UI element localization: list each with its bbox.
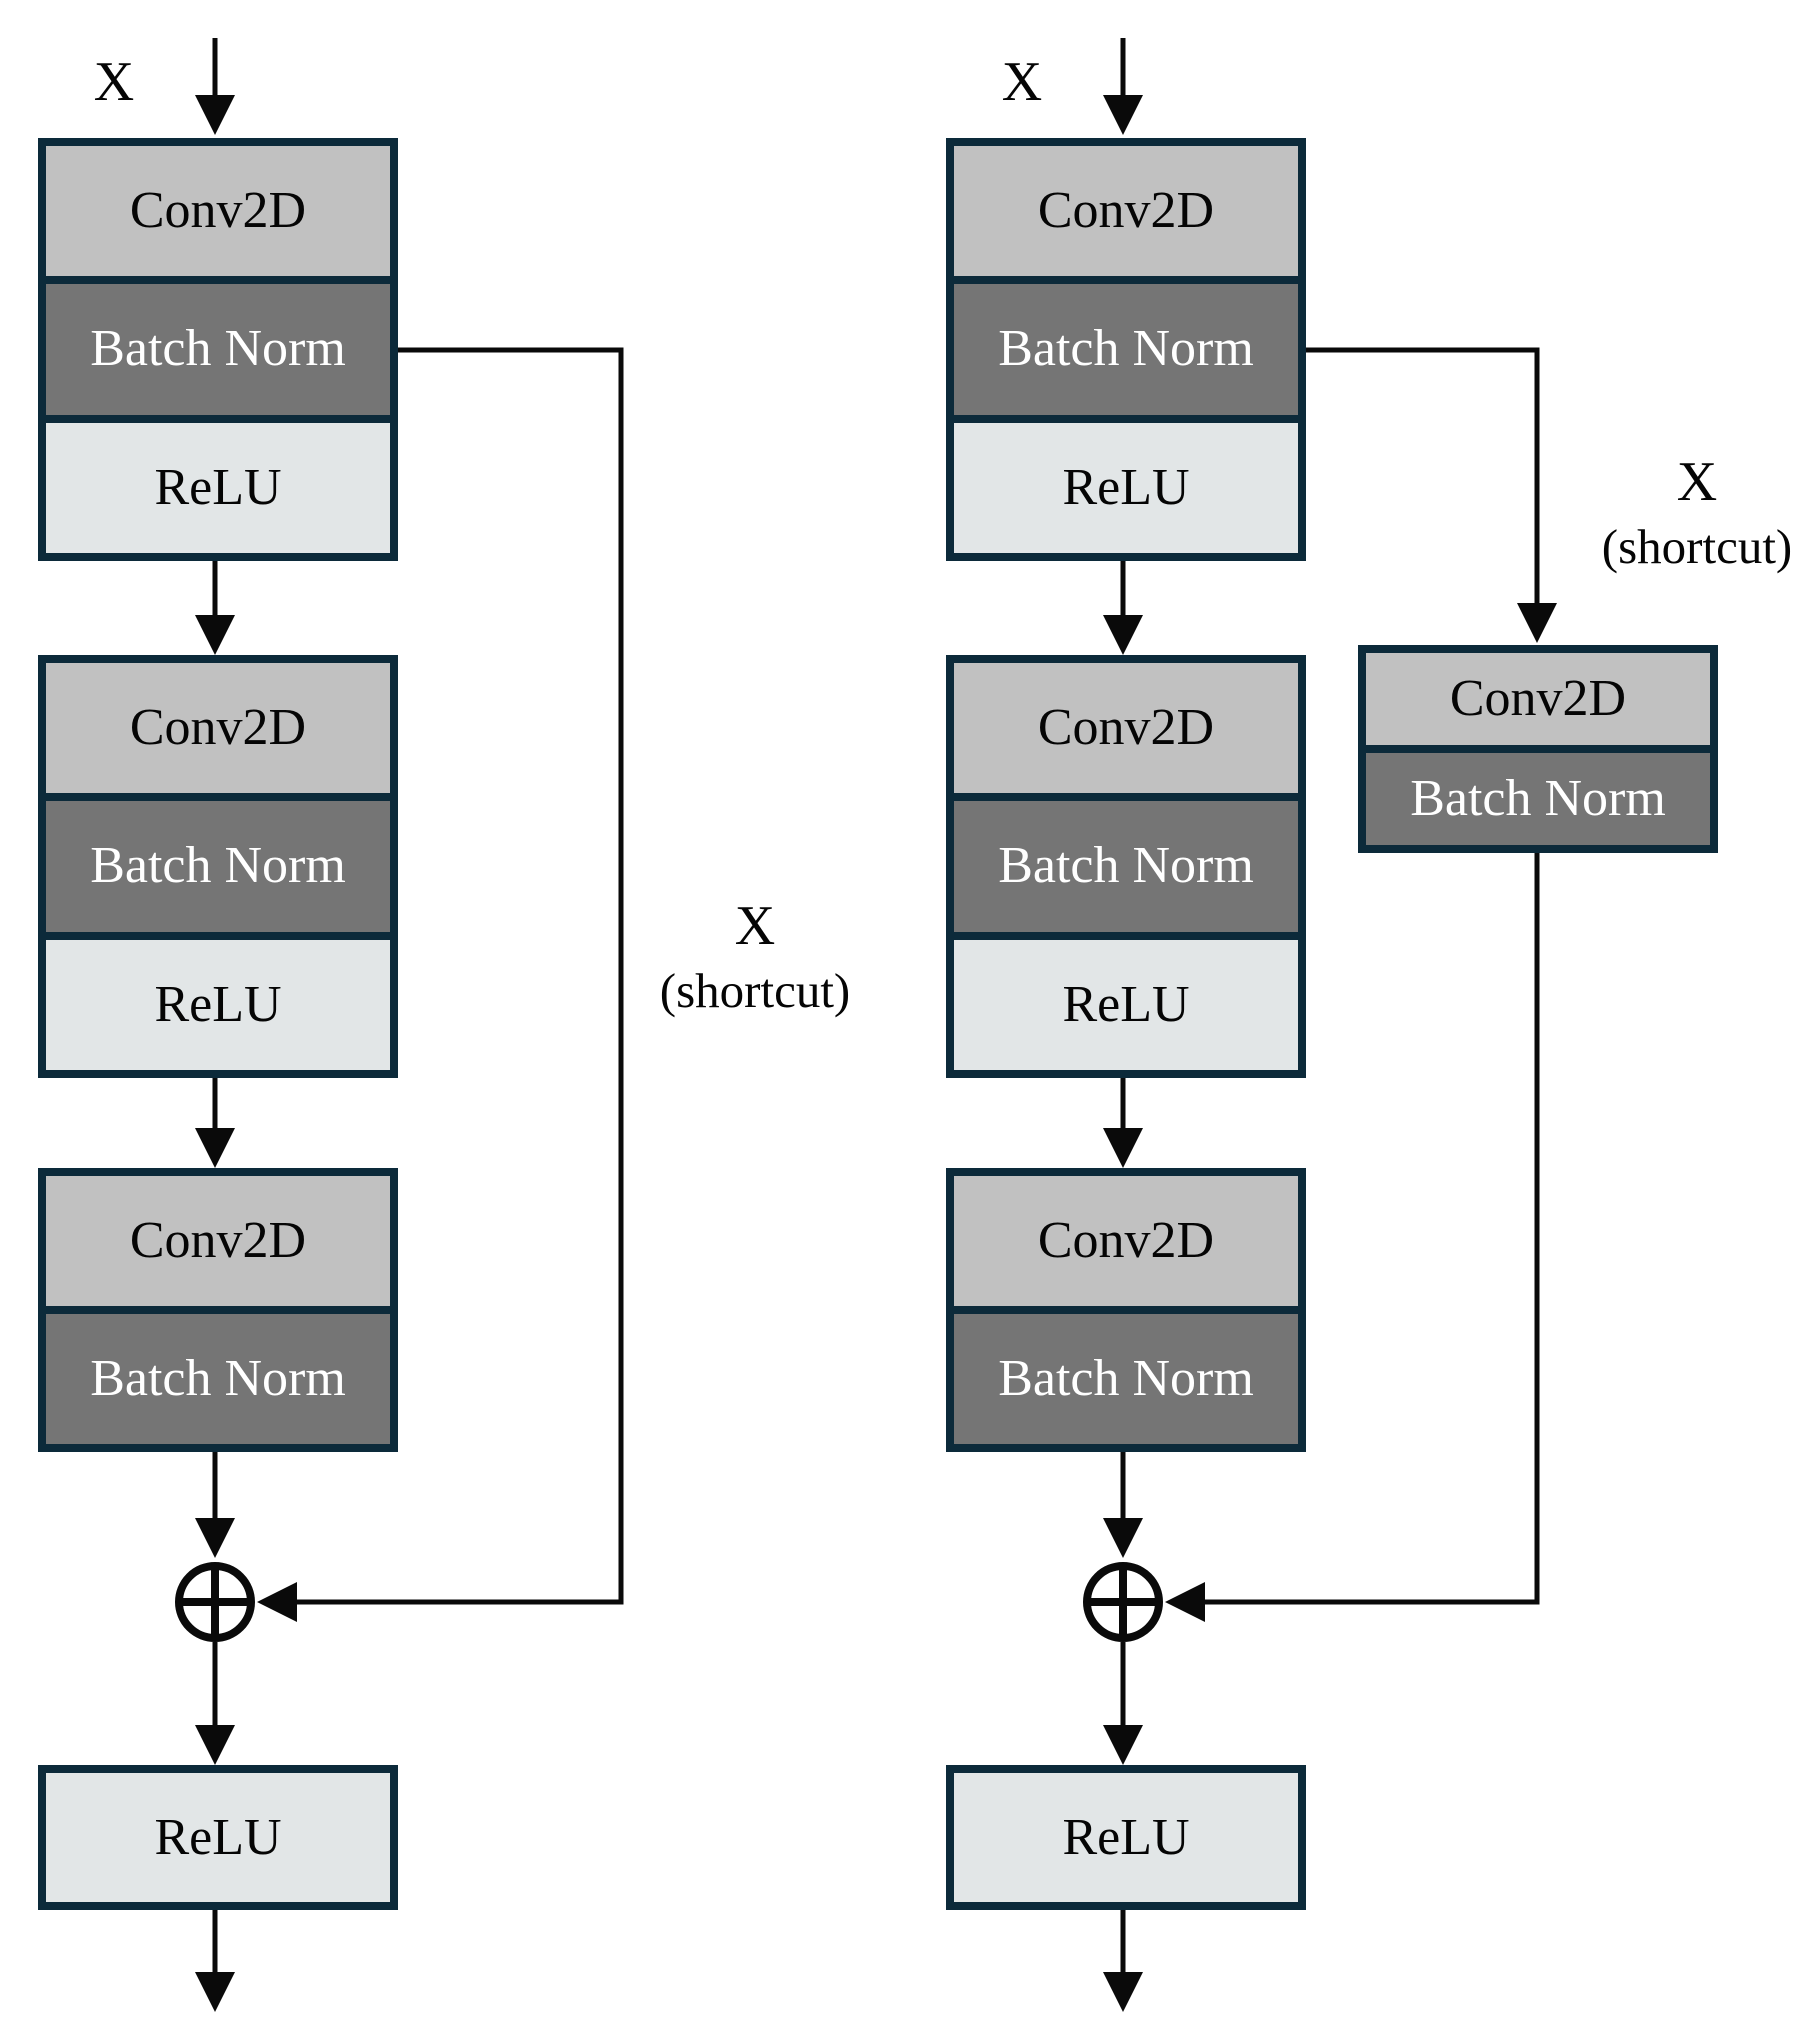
right-stack-1: Conv2D Batch Norm ReLU [946, 138, 1306, 561]
right-shortcut-wire-upper [1306, 347, 1557, 643]
block-label: ReLU [154, 975, 282, 1033]
left-stack-2: Conv2D Batch Norm ReLU [38, 655, 398, 1078]
conv2d-block: Conv2D [954, 1176, 1298, 1306]
relu-block: ReLU [954, 939, 1298, 1070]
block-label: Conv2D [1037, 182, 1215, 240]
conv2d-block: Conv2D [954, 663, 1298, 794]
right-shortcut-label-text: (shortcut) [1601, 519, 1793, 574]
block-label: Batch Norm [998, 1350, 1254, 1407]
block-label: Conv2D [1449, 670, 1627, 727]
block-label: Batch Norm [998, 320, 1254, 378]
relu-block: ReLU [954, 422, 1298, 553]
left-shortcut-wire [257, 347, 624, 1622]
conv2d-block: Conv2D [1366, 653, 1710, 745]
conv2d-block: Conv2D [954, 146, 1298, 277]
block-label: Batch Norm [90, 320, 346, 378]
block-label: ReLU [154, 458, 282, 516]
left-shortcut-label: X (shortcut) [650, 894, 860, 1024]
block-label: Batch Norm [998, 837, 1254, 895]
left-output-block: ReLU [38, 1765, 398, 1910]
conv2d-block: Conv2D [46, 663, 390, 794]
block-label: Batch Norm [90, 837, 346, 895]
left-stack-3: Conv2D Batch Norm [38, 1168, 398, 1452]
block-label: Conv2D [1037, 699, 1215, 757]
block-label: Conv2D [129, 699, 307, 757]
right-shortcut-wire-lower [1165, 853, 1540, 1622]
left-shortcut-label-text: (shortcut) [659, 963, 851, 1018]
batch-norm-block: Batch Norm [954, 801, 1298, 932]
block-label: ReLU [154, 1808, 282, 1866]
right-stack-3: Conv2D Batch Norm [946, 1168, 1306, 1452]
right-input-label: X [972, 48, 1072, 116]
batch-norm-block: Batch Norm [954, 1314, 1298, 1444]
block-label: Conv2D [129, 182, 307, 240]
batch-norm-block: Batch Norm [46, 1314, 390, 1444]
block-label: Batch Norm [90, 1350, 346, 1407]
right-stack-2: Conv2D Batch Norm ReLU [946, 655, 1306, 1078]
right-input-label-text: X [1001, 51, 1043, 113]
relu-block: ReLU [46, 422, 390, 553]
batch-norm-block: Batch Norm [954, 284, 1298, 415]
right-shortcut-stack: Conv2D Batch Norm [1358, 645, 1718, 853]
relu-block: ReLU [954, 1773, 1298, 1902]
right-shortcut-label-x: X [1676, 451, 1718, 513]
right-shortcut-label: X (shortcut) [1592, 450, 1802, 580]
block-label: Conv2D [129, 1212, 307, 1269]
block-label: Batch Norm [1410, 770, 1666, 827]
block-label: Conv2D [1037, 1212, 1215, 1269]
relu-block: ReLU [46, 1773, 390, 1902]
left-add-operator-icon [175, 1562, 255, 1642]
conv2d-block: Conv2D [46, 1176, 390, 1306]
block-label: ReLU [1062, 1808, 1190, 1866]
block-label: ReLU [1062, 975, 1190, 1033]
block-label: ReLU [1062, 458, 1190, 516]
right-output-block: ReLU [946, 1765, 1306, 1910]
batch-norm-block: Batch Norm [46, 801, 390, 932]
relu-block: ReLU [46, 939, 390, 1070]
left-input-label-text: X [93, 51, 135, 113]
conv2d-block: Conv2D [46, 146, 390, 277]
left-input-label: X [64, 48, 164, 116]
left-shortcut-label-x: X [734, 895, 776, 957]
right-add-operator-icon [1083, 1562, 1163, 1642]
batch-norm-block: Batch Norm [1366, 753, 1710, 845]
batch-norm-block: Batch Norm [46, 284, 390, 415]
left-stack-1: Conv2D Batch Norm ReLU [38, 138, 398, 561]
